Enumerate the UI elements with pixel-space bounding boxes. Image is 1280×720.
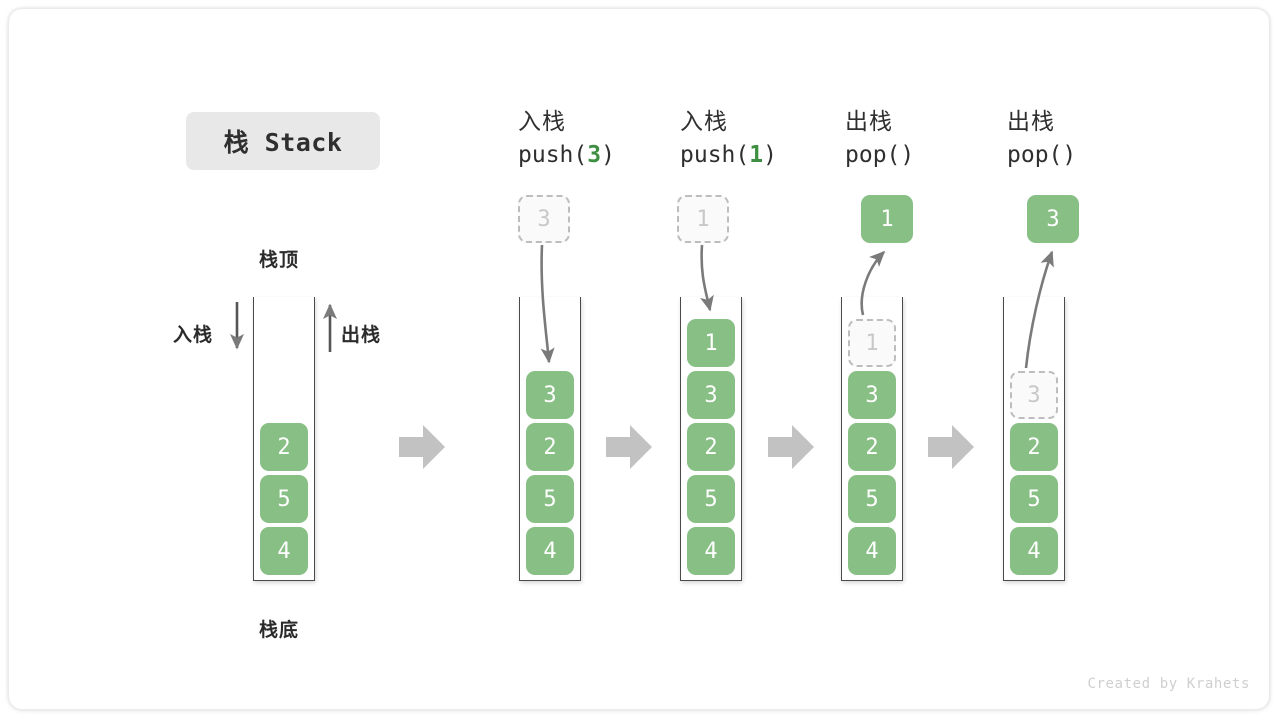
column-op-cn: 出栈	[845, 109, 893, 135]
stack-cell: 2	[260, 423, 308, 471]
stack-right-wall	[314, 297, 315, 581]
code-suffix: )	[601, 142, 615, 168]
stack-cell: 5	[260, 475, 308, 523]
stack-right-wall	[580, 297, 581, 581]
code-prefix: push(	[518, 142, 588, 168]
stack-top-label: 栈顶	[259, 249, 300, 271]
stack-cell: 4	[260, 527, 308, 575]
column-op-code: pop()	[1007, 138, 1177, 172]
column-op-code: push(1)	[680, 138, 850, 172]
stack-cell: 4	[848, 527, 896, 575]
stack-cell: 4	[1010, 527, 1058, 575]
stack-cell: 5	[687, 475, 735, 523]
stack-cell: 5	[1010, 475, 1058, 523]
floating-box-pop-3: 3	[1027, 195, 1079, 243]
stack-container-push-1: 1 3 2 5 4	[680, 297, 742, 581]
code-suffix: )	[763, 142, 777, 168]
stack-cell: 3	[526, 371, 574, 419]
stack-right-wall	[1064, 297, 1065, 581]
stack-cell: 2	[1010, 423, 1058, 471]
code-prefix: pop(	[1007, 142, 1063, 168]
code-suffix: )	[900, 142, 915, 168]
stack-floor	[253, 580, 315, 581]
column-header-push-1: 入栈 push(1)	[680, 107, 850, 172]
column-header-pop-1: 出栈 pop()	[845, 107, 1015, 172]
stack-cell-ghost: 1	[848, 319, 896, 367]
pop-side-label: 出栈	[341, 324, 382, 346]
watermark-credit: Created by Krahets	[1087, 676, 1250, 692]
stack-container-pop-3: 3 2 5 4	[1003, 297, 1065, 581]
column-header-push-3: 入栈 push(3)	[518, 107, 688, 172]
stack-cell: 4	[687, 527, 735, 575]
stack-cell: 5	[526, 475, 574, 523]
stack-cell: 1	[687, 319, 735, 367]
stack-left-wall	[519, 297, 520, 581]
stack-left-wall	[841, 297, 842, 581]
initial-stack-container: 2 5 4	[253, 297, 315, 581]
code-prefix: pop(	[845, 142, 901, 168]
code-arg: 3	[587, 142, 602, 168]
stack-container-push-3: 3 2 5 4	[519, 297, 581, 581]
stack-cell: 2	[687, 423, 735, 471]
code-prefix: push(	[680, 142, 750, 168]
column-op-cn: 入栈	[680, 109, 728, 135]
stack-right-wall	[902, 297, 903, 581]
column-header-pop-3: 出栈 pop()	[1007, 107, 1177, 172]
stack-bottom-label: 栈底	[259, 619, 300, 641]
stack-container-pop-1: 1 3 2 5 4	[841, 297, 903, 581]
stack-cell: 3	[687, 371, 735, 419]
code-arg: 1	[749, 142, 764, 168]
push-side-label: 入栈	[173, 324, 214, 346]
stack-left-wall	[1003, 297, 1004, 581]
floating-box-pop-1: 1	[861, 195, 913, 243]
stack-right-wall	[741, 297, 742, 581]
diagram-title-chip: 栈 Stack	[186, 112, 380, 170]
stack-cell: 5	[848, 475, 896, 523]
column-op-cn: 入栈	[518, 109, 566, 135]
stack-cell: 3	[848, 371, 896, 419]
stack-floor	[680, 580, 742, 581]
column-op-code: push(3)	[518, 138, 688, 172]
floating-box-push-1: 1	[677, 195, 729, 243]
code-suffix: )	[1062, 142, 1077, 168]
stack-cell: 4	[526, 527, 574, 575]
stack-left-wall	[253, 297, 254, 581]
column-op-cn: 出栈	[1007, 109, 1055, 135]
stack-cell-ghost: 3	[1010, 371, 1058, 419]
stack-floor	[519, 580, 581, 581]
floating-box-push-3: 3	[518, 195, 570, 243]
column-op-code: pop()	[845, 138, 1015, 172]
stack-floor	[841, 580, 903, 581]
stack-cell: 2	[526, 423, 574, 471]
stack-floor	[1003, 580, 1065, 581]
stack-left-wall	[680, 297, 681, 581]
stack-cell: 2	[848, 423, 896, 471]
